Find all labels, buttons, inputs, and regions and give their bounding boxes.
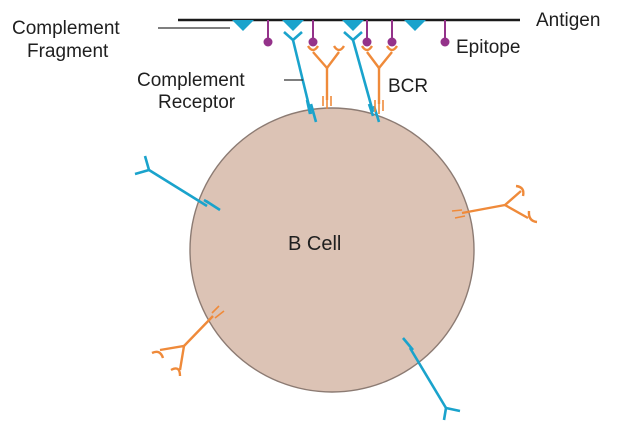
complement-fragment <box>282 20 304 31</box>
complement-fragments <box>232 20 426 31</box>
complement-fragment-label-line1: Complement <box>12 18 120 39</box>
epitope <box>387 20 397 47</box>
b-cell-label: B Cell <box>288 233 341 255</box>
epitope <box>263 20 273 47</box>
complement-fragment <box>342 20 364 31</box>
bcr-bound <box>306 45 346 109</box>
epitope <box>362 20 372 47</box>
epitope <box>308 20 318 47</box>
complement-receptor-free <box>134 155 221 212</box>
antigen-label: Antigen <box>536 10 600 31</box>
bcr-free <box>451 184 538 224</box>
bcr-label: BCR <box>388 76 428 97</box>
b-cell <box>189 107 475 393</box>
complement-receptor-label-line1: Complement <box>137 70 245 91</box>
bcr-free <box>151 305 225 377</box>
complement-fragment <box>404 20 426 31</box>
epitope-label: Epitope <box>456 37 520 58</box>
complement-receptor-free <box>402 337 461 421</box>
epitopes <box>263 20 450 47</box>
bcr-bound <box>360 45 399 114</box>
complement-receptor-bound <box>283 31 318 123</box>
complement-receptor-label-line2: Receptor <box>158 92 236 113</box>
complement-fragment-label-line2: Fragment <box>27 41 109 62</box>
epitope <box>440 20 450 47</box>
complement-fragment <box>232 20 254 31</box>
